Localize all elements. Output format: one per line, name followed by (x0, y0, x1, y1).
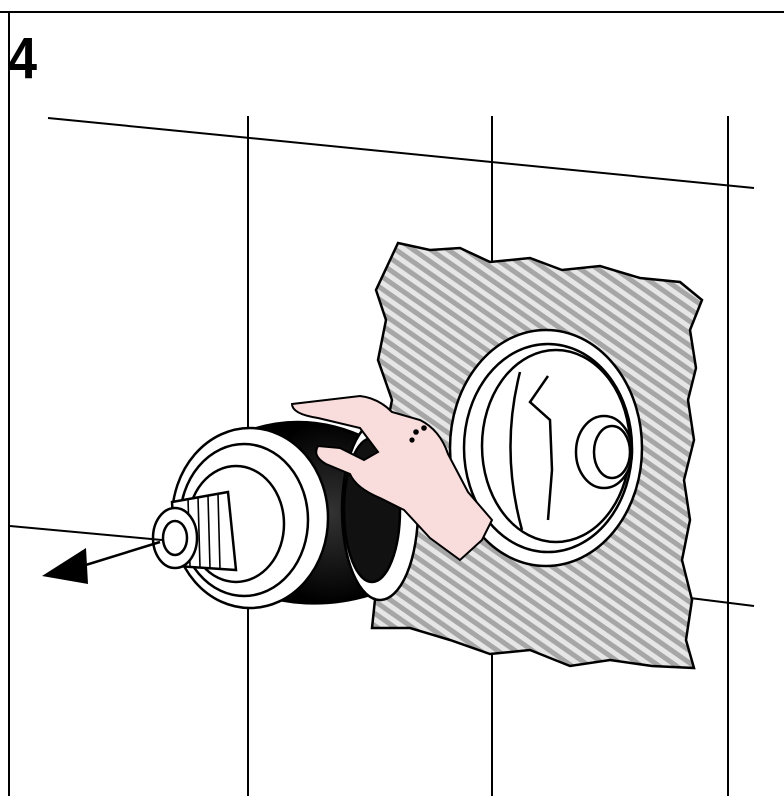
hand-icon (290, 394, 494, 562)
step-number: 4 (8, 26, 38, 91)
tile-line-horizontal-bottom (689, 597, 755, 607)
axis-line (9, 525, 163, 541)
valve-housing (448, 328, 644, 568)
cartridge (151, 418, 420, 610)
tile-line-horizontal-top (47, 117, 755, 189)
housing-inner-step (509, 371, 524, 531)
spindle-tip-center (161, 519, 189, 557)
hand-shape (290, 394, 494, 562)
housing-seat-inner (592, 424, 632, 480)
arrow-shaft (75, 540, 161, 570)
housing-notch (528, 375, 554, 521)
pull-direction (9, 525, 163, 584)
arrow-left-down-icon (42, 548, 88, 584)
housing-seat (574, 414, 634, 490)
